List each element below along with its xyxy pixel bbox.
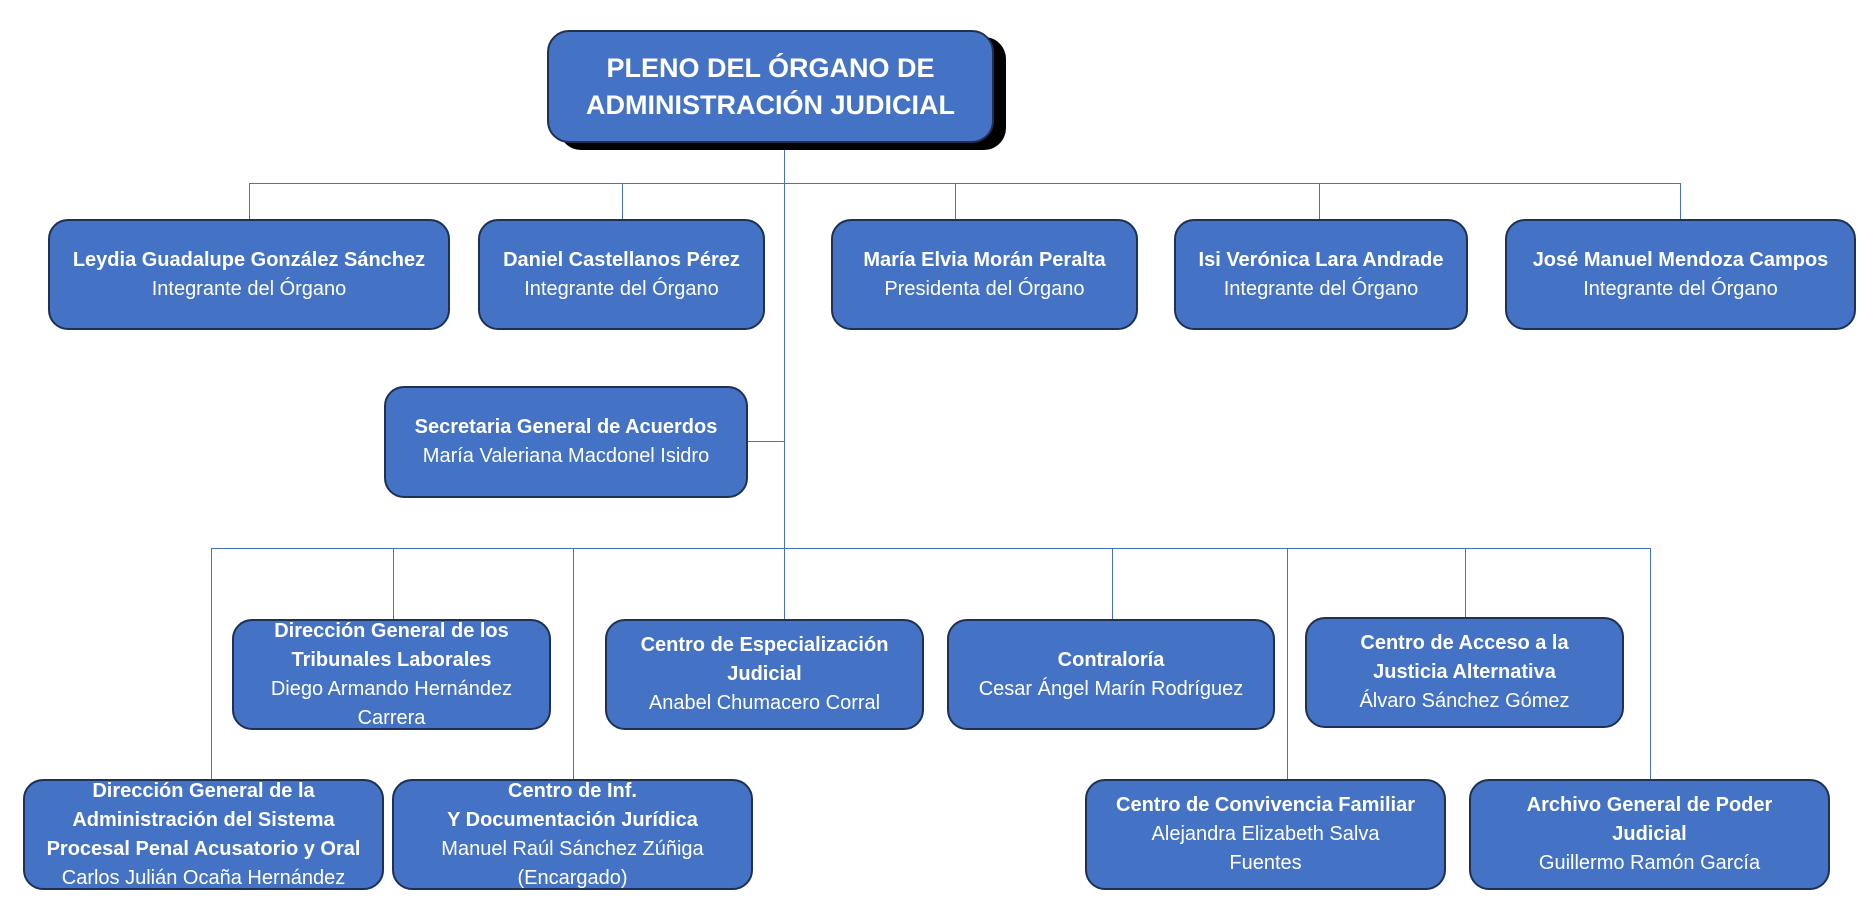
member-name: José Manuel Mendoza Campos xyxy=(1532,248,1829,271)
unit-title-line: Y Documentación Jurídica xyxy=(447,808,698,831)
secretaria-connector xyxy=(748,441,784,442)
secretaria-title: Secretaria General de Acuerdos xyxy=(414,416,718,438)
unit-person-line: Anabel Chumacero Corral xyxy=(648,692,881,714)
pleno-box: PLENO DEL ÓRGANO DE ADMINISTRACIÓN JUDIC… xyxy=(547,30,994,143)
unit-title-line: Judicial xyxy=(727,663,802,685)
member-box: Leydia Guadalupe González Sánchez Integr… xyxy=(48,219,450,330)
member-box: Isi Verónica Lara Andrade Integrante del… xyxy=(1174,219,1468,330)
unit-title-line: Judicial xyxy=(1612,823,1687,845)
unit-connector xyxy=(573,548,574,779)
member-name: Leydia Guadalupe González Sánchez xyxy=(72,248,426,271)
unit-connector xyxy=(784,548,785,619)
unit-connector xyxy=(1650,548,1651,779)
member-connector xyxy=(955,183,956,219)
unit-person-line: Diego Armando Hernández xyxy=(270,677,513,700)
trunk-connector xyxy=(784,143,785,548)
unit-person-line: Álvaro Sánchez Gómez xyxy=(1359,690,1570,712)
unit-title-line: Archivo General de Poder xyxy=(1526,794,1773,816)
unit-title-line: Justicia Alternativa xyxy=(1373,661,1556,683)
unit-connector xyxy=(1287,548,1288,779)
unit-title-line: Centro de Inf. xyxy=(508,779,637,802)
unit-person-line: Guillermo Ramón García xyxy=(1538,852,1761,874)
unit-person-line: (Encargado) xyxy=(517,866,628,889)
member-role: Integrante del Órgano xyxy=(1583,277,1778,300)
member-role: Integrante del Órgano xyxy=(1223,277,1419,300)
unit-box-sistema-penal: Dirección General de la Administración de… xyxy=(23,779,384,890)
unit-title-line: Dirección General de la xyxy=(92,779,315,802)
member-connector xyxy=(1680,183,1681,219)
member-role: Integrante del Órgano xyxy=(524,277,719,300)
member-connector xyxy=(249,183,250,219)
member-name: Isi Verónica Lara Andrade xyxy=(1198,248,1444,271)
secretaria-person: María Valeriana Macdonel Isidro xyxy=(422,445,710,467)
member-connector xyxy=(1319,183,1320,219)
unit-box-justicia-alternativa: Centro de Acceso a la Justicia Alternativ… xyxy=(1305,617,1624,728)
member-role: Presidenta del Órgano xyxy=(884,277,1085,300)
unit-title-line: Centro de Acceso a la xyxy=(1360,632,1569,654)
member-role: Integrante del Órgano xyxy=(151,277,347,300)
unit-person-line: Fuentes xyxy=(1229,852,1302,874)
member-box: Daniel Castellanos Pérez Integrante del … xyxy=(478,219,765,330)
unit-connector xyxy=(1112,548,1113,619)
unit-title-line: Centro de Convivencia Familiar xyxy=(1116,794,1415,816)
pleno-title-line1: PLENO DEL ÓRGANO DE xyxy=(606,52,935,83)
unit-person-line: Manuel Raúl Sánchez Zúñiga xyxy=(441,837,704,860)
unit-person-line: Alejandra Elizabeth Salva xyxy=(1151,823,1380,845)
unit-person-line: Carrera xyxy=(357,706,426,729)
secretaria-box: Secretaria General de Acuerdos María Val… xyxy=(384,386,748,498)
member-name: María Elvia Morán Peralta xyxy=(863,248,1106,271)
unit-title-line: Centro de Especialización xyxy=(640,634,889,656)
unit-person-line: Carlos Julián Ocaña Hernández xyxy=(61,866,346,889)
member-name: Daniel Castellanos Pérez xyxy=(503,248,740,271)
unit-title-line: Contraloría xyxy=(1057,648,1165,671)
member-connector xyxy=(622,183,623,219)
unit-title-line: Tribunales Laborales xyxy=(291,648,492,671)
unit-title-line: Procesal Penal Acusatorio y Oral xyxy=(46,837,361,860)
unit-connector xyxy=(393,548,394,619)
president-box: María Elvia Morán Peralta Presidenta del… xyxy=(831,219,1138,330)
unit-person-line: Cesar Ángel Marín Rodríguez xyxy=(978,677,1244,700)
unit-title-line: Administración del Sistema xyxy=(72,808,335,831)
units-bus xyxy=(211,548,1651,549)
unit-connector xyxy=(1465,548,1466,617)
members-bus xyxy=(249,183,1681,184)
pleno-title-line2: ADMINISTRACIÓN JUDICIAL xyxy=(586,89,955,120)
unit-title-line: Dirección General de los xyxy=(274,619,509,642)
member-box: José Manuel Mendoza Campos Integrante de… xyxy=(1505,219,1856,330)
unit-connector xyxy=(211,548,212,779)
